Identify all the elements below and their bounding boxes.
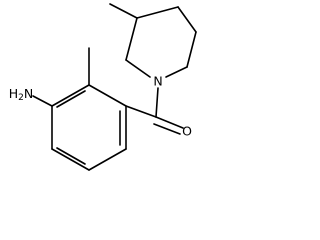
bond <box>136 6 179 19</box>
carbonyl-oxygen-label: O <box>182 124 192 139</box>
methyl-bond-piperidine <box>109 3 138 19</box>
amine-label: H2N <box>9 86 34 103</box>
bond <box>88 84 127 107</box>
bond <box>125 17 138 61</box>
bond <box>177 6 197 33</box>
amine-bond <box>32 95 53 107</box>
chemical-structure: N O H2N <box>8 3 197 171</box>
amide-n-c-bond <box>155 87 159 118</box>
ring-nitrogen-label: N <box>153 74 162 89</box>
bond <box>56 147 86 165</box>
piperidine-ring <box>125 6 197 78</box>
carbonyl-aryl-bond <box>125 105 157 118</box>
bond <box>51 148 90 171</box>
bond <box>51 84 90 107</box>
benzene-ring <box>51 84 127 171</box>
bond <box>125 59 151 78</box>
bond <box>165 66 188 78</box>
bond <box>153 123 181 135</box>
bond <box>186 31 197 68</box>
bond <box>56 90 86 108</box>
carbonyl-double-bond <box>153 116 184 135</box>
bond <box>88 148 127 171</box>
bond <box>155 116 184 129</box>
